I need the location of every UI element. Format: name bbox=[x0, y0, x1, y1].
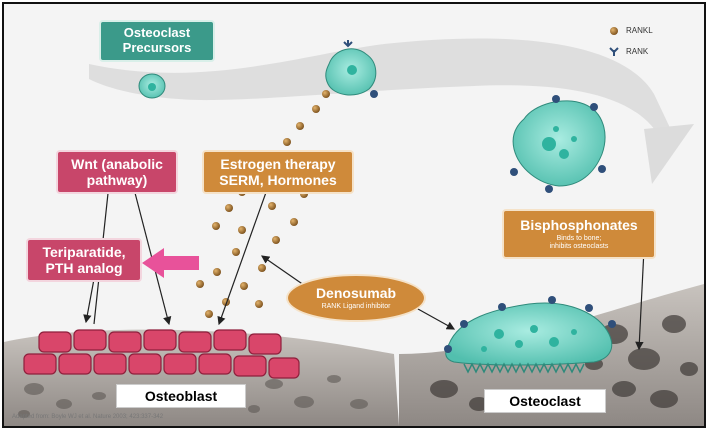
bisphosphonates-label: Bisphosphonates Binds to bone; inhibits … bbox=[502, 209, 656, 259]
denosumab-label: Denosumab RANK Ligand inhibitor bbox=[286, 274, 426, 322]
teriparatide-line-1: Teriparatide, bbox=[42, 243, 126, 260]
rank-legend-label: RANK bbox=[626, 47, 649, 56]
osteoclast-precursors-label: Osteoclast Precursors bbox=[99, 20, 215, 62]
osteoclast-cell bbox=[444, 296, 616, 374]
bisphosphonates-title: Bisphosphonates bbox=[520, 216, 638, 233]
precursors-line-1: Osteoclast bbox=[123, 25, 191, 41]
diagram-graphics bbox=[4, 27, 704, 426]
teriparatide-label: Teriparatide, PTH analog bbox=[26, 238, 142, 282]
estrogen-line-2: SERM, Hormones bbox=[219, 172, 337, 188]
rankl-legend-label: RANKL bbox=[626, 26, 653, 35]
osteoblast-label: Osteoblast bbox=[116, 384, 246, 408]
bisphosphonates-sub-1: Binds to bone; bbox=[556, 235, 602, 242]
rank-legend-icon bbox=[609, 47, 619, 56]
intermediate-cell bbox=[325, 40, 378, 98]
connector-arrows bbox=[83, 182, 645, 351]
precursors-line-2: Precursors bbox=[122, 40, 192, 55]
wnt-line-1: Wnt (anabolic bbox=[71, 155, 163, 172]
osteoblast-cells bbox=[23, 329, 300, 379]
credit-text: Adapted from: Boyle WJ et al. Nature 200… bbox=[12, 414, 164, 420]
denosumab-sub: RANK Ligand inhibitor bbox=[321, 303, 391, 311]
large-cell bbox=[510, 95, 606, 193]
osteoclast-label: Osteoclast bbox=[484, 389, 606, 413]
estrogen-line-1: Estrogen therapy bbox=[220, 155, 336, 172]
rankl-legend-icon bbox=[610, 27, 618, 35]
pink-arrow bbox=[142, 248, 199, 278]
denosumab-title: Denosumab bbox=[315, 284, 397, 301]
teriparatide-line-2: PTH analog bbox=[45, 260, 123, 276]
bisphosphonates-sub-2: inhibits osteoclasts bbox=[549, 243, 609, 251]
estrogen-label: Estrogen therapy SERM, Hormones bbox=[202, 150, 354, 194]
wnt-line-2: pathway) bbox=[86, 172, 148, 188]
precursor-cell bbox=[138, 73, 166, 99]
wnt-label: Wnt (anabolic pathway) bbox=[56, 150, 178, 194]
migration-arrow bbox=[89, 38, 694, 184]
